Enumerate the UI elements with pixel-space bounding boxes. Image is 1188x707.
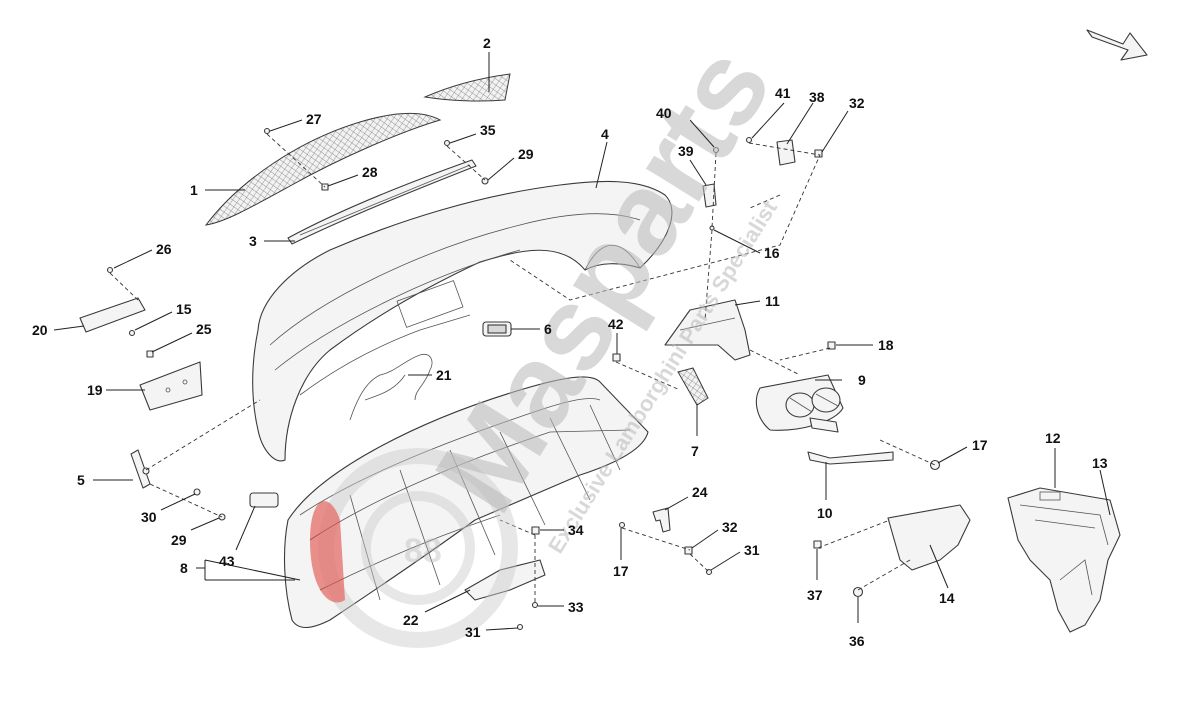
callout-43: 43 [219,553,235,569]
part-3-upper-bracket [287,159,477,245]
part-14-lower-panel [887,504,971,571]
callout-33: 33 [568,599,584,615]
callout-14: 14 [939,590,955,606]
part-10-mounting-strap [807,451,894,465]
part-8-lower-diffuser [283,376,649,629]
callout-19: 19 [87,382,103,398]
part-9-exhaust-tips [755,374,844,433]
part-2-grille-insert [423,73,511,102]
callout-28: 28 [362,164,378,180]
callout-2: 2 [483,35,491,51]
callouts: 1 2 3 4 5 6 7 8 9 10 11 12 13 [32,35,1111,649]
callout-1: 1 [190,182,198,198]
callout-8: 8 [180,560,188,576]
svg-text:88: 88 [404,532,442,570]
callout-26: 26 [156,241,172,257]
callout-7: 7 [691,443,699,459]
arrow-icon [1086,29,1148,61]
part-43-small-grille [249,492,279,508]
callout-29-a: 29 [518,146,534,162]
callout-4: 4 [601,126,609,142]
part-20-trim-strip [79,297,146,333]
callout-13: 13 [1092,455,1108,471]
callout-17-b: 17 [972,437,988,453]
callout-30: 30 [141,509,157,525]
fasteners [106,127,941,631]
part-19-side-plate [139,361,203,411]
callout-15: 15 [176,301,192,317]
callout-42: 42 [608,316,624,332]
part-1-upper-grille [204,113,442,226]
callout-40: 40 [656,105,672,121]
callout-29-b: 29 [171,532,187,548]
callout-38: 38 [809,89,825,105]
callout-12: 12 [1045,430,1061,446]
callout-18: 18 [878,337,894,353]
callout-41: 41 [775,85,791,101]
callout-21: 21 [436,367,452,383]
callout-16: 16 [764,245,780,261]
callout-31-a: 31 [465,624,481,640]
callout-37: 37 [807,587,823,603]
callout-25: 25 [196,321,212,337]
assembly-lines [109,133,936,605]
part-24-clip [652,507,671,533]
masparts-logo: 88 [310,448,518,648]
callout-9: 9 [858,372,866,388]
part-7-mesh-vent [677,367,709,406]
part-21-wiring-harness [349,353,433,421]
callout-34: 34 [568,522,584,538]
callout-39: 39 [678,143,694,159]
callout-32-a: 32 [849,95,865,111]
callout-35: 35 [480,122,496,138]
callout-17-a: 17 [613,563,629,579]
part-22-lower-bracket [464,559,546,601]
callout-10: 10 [817,505,833,521]
part-11-side-bracket [664,299,751,361]
callout-27: 27 [306,111,322,127]
callout-20: 20 [32,322,48,338]
callout-32-b: 32 [722,519,738,535]
part-12-13-frame [1007,487,1121,633]
callout-31-b: 31 [744,542,760,558]
callout-22: 22 [403,612,419,628]
callout-5: 5 [77,472,85,488]
callout-6: 6 [544,321,552,337]
callout-11: 11 [765,293,780,309]
callout-24: 24 [692,484,708,500]
callout-36: 36 [849,633,865,649]
callout-3: 3 [249,233,257,249]
